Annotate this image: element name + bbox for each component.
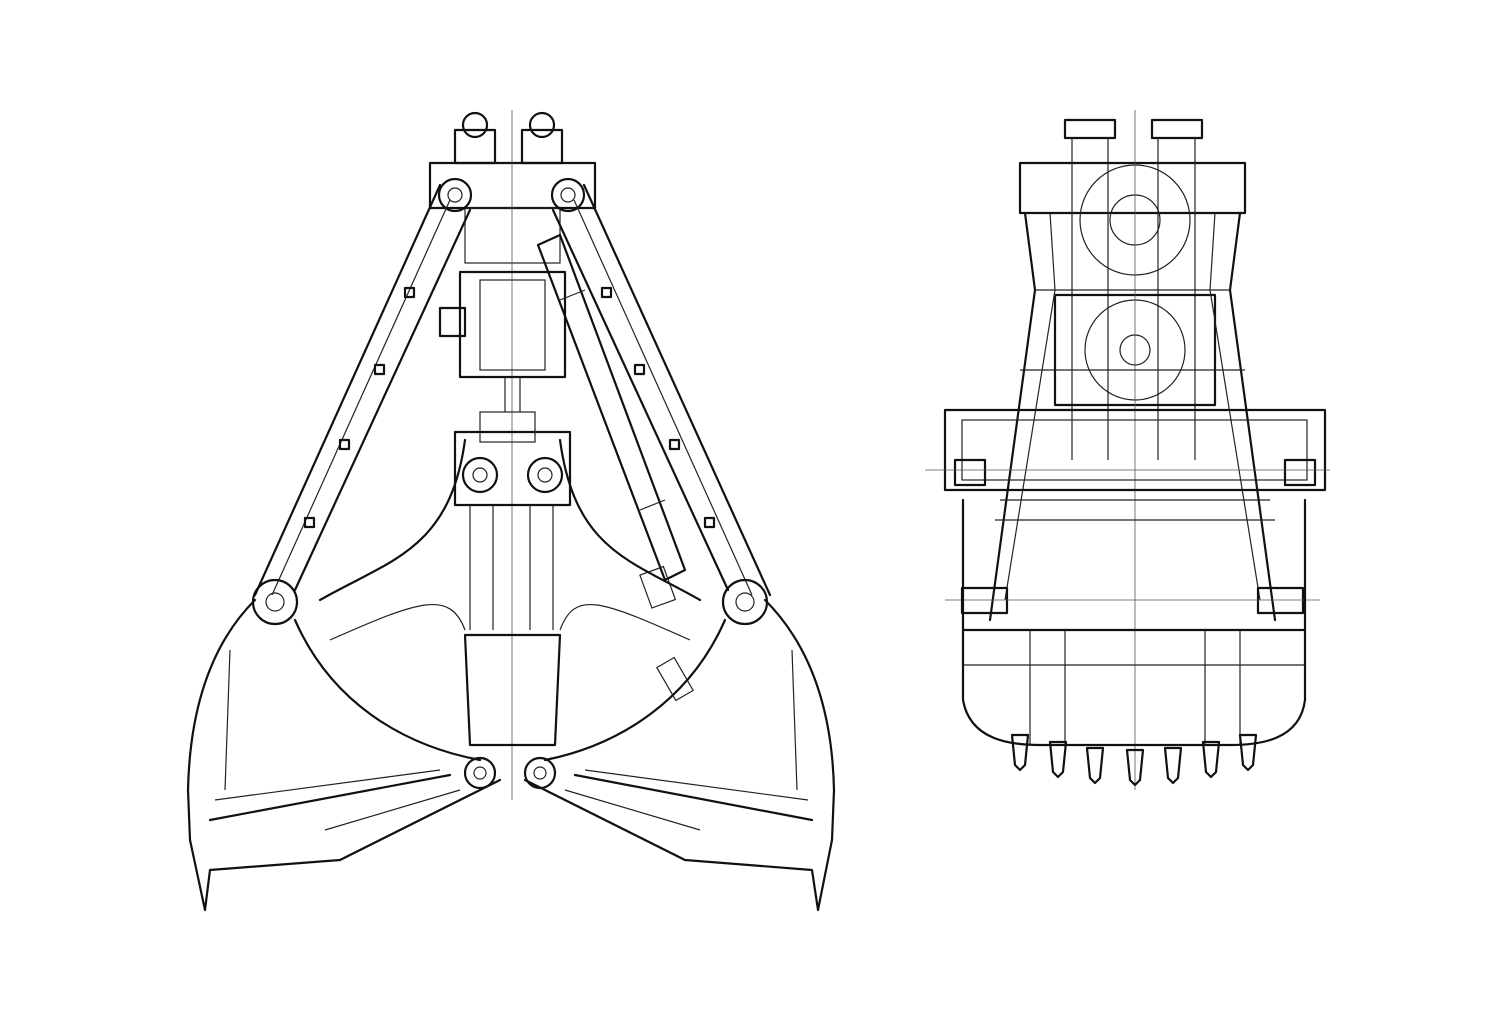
right-bucket-shell [523,438,836,912]
top-head-block [428,110,597,800]
front-hinges [945,586,1320,615]
front-crossbar [925,408,1330,521]
front-top-frame [1018,110,1247,790]
right-arm [551,183,772,597]
front-bucket-body [961,498,1307,747]
bucket-teeth [1010,733,1258,787]
front-side-frames [988,211,1277,622]
front-view [925,110,1330,790]
left-bucket-shell [186,438,502,912]
side-view [186,110,836,912]
lower-crossbeam [453,411,572,747]
bottom-hinge-pins [463,756,557,790]
arm-rivets [303,286,716,529]
upper-pulley-block [438,270,567,412]
left-arm [253,183,472,597]
